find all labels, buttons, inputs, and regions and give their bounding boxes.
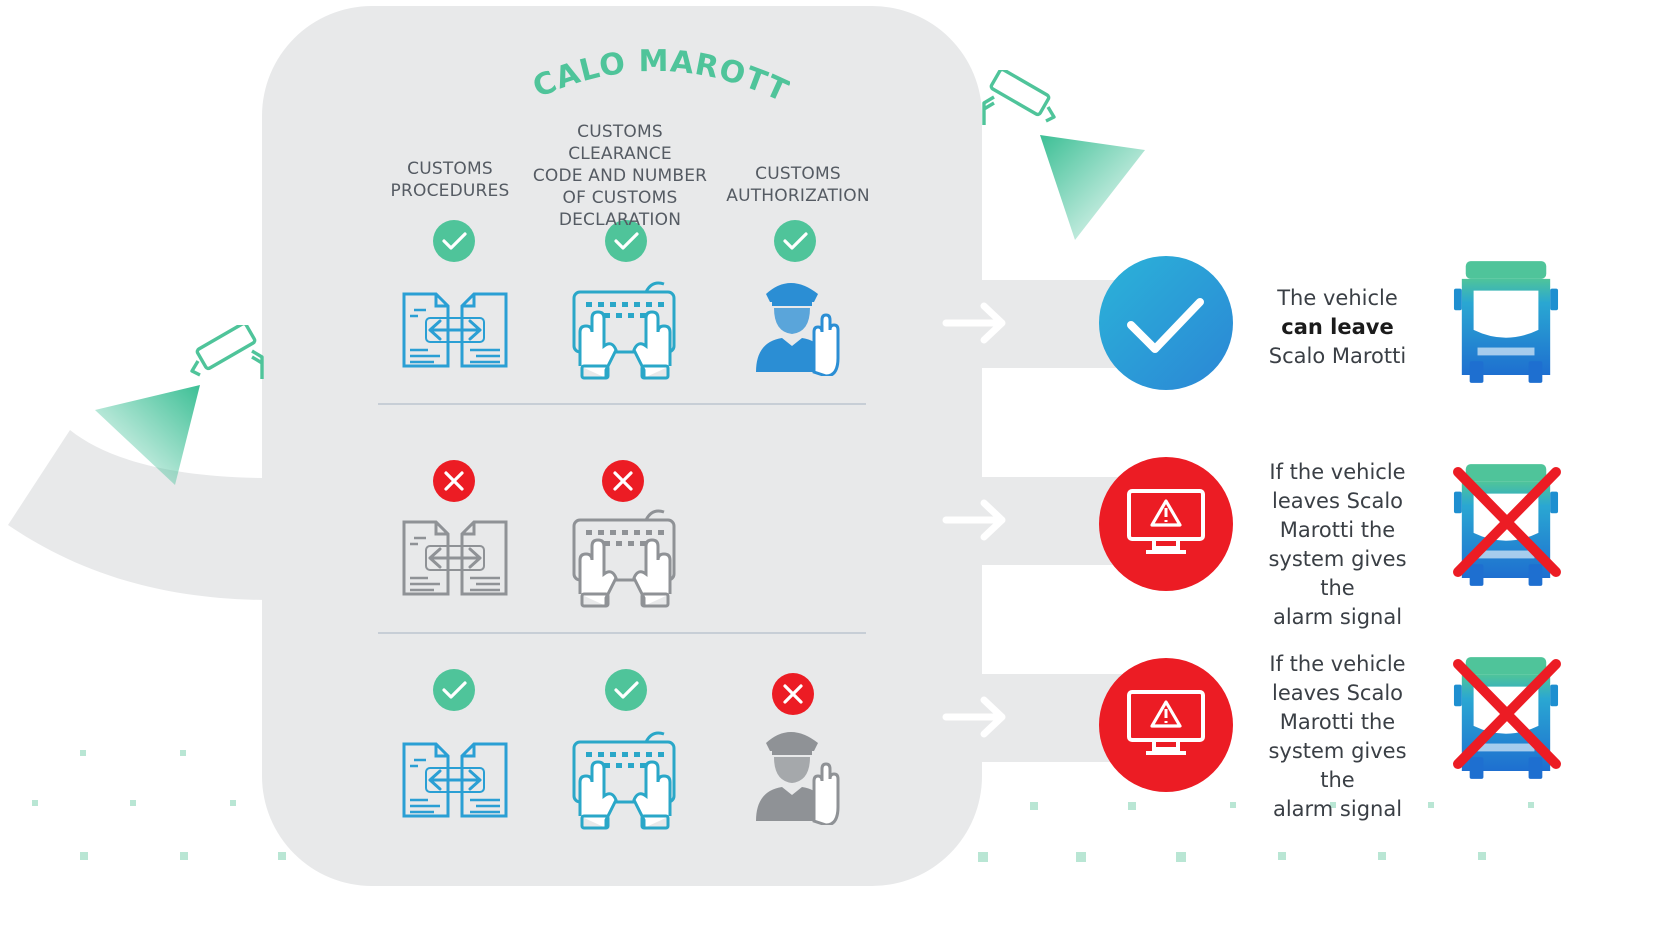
blocked-cross-icon bbox=[1453, 467, 1561, 577]
result-line: Marotti the bbox=[1279, 710, 1396, 734]
entry-road bbox=[8, 430, 270, 600]
page-title: SCALO MAROTTI bbox=[520, 40, 790, 110]
result-line: Marotti the bbox=[1279, 518, 1396, 542]
right-camera-beam bbox=[1040, 135, 1145, 240]
cross-icon bbox=[432, 459, 476, 503]
result-alarm-text: If the vehicle leaves Scalo Marotti the … bbox=[1250, 458, 1425, 632]
result-line: system gives the bbox=[1268, 739, 1407, 792]
header-line: OF CUSTOMS bbox=[562, 188, 678, 208]
result-alarm-text: If the vehicle leaves Scalo Marotti the … bbox=[1250, 650, 1425, 824]
approved-circle bbox=[1099, 256, 1233, 390]
header-line: AUTHORIZATION bbox=[726, 186, 870, 206]
result-line: If the vehicle bbox=[1269, 652, 1406, 676]
check-icon bbox=[432, 668, 476, 712]
svg-text:SCALO MAROTTI: SCALO MAROTTI bbox=[520, 40, 790, 110]
left-camera-beam bbox=[95, 385, 200, 485]
result-emphasis: can leave bbox=[1281, 315, 1394, 339]
cross-icon bbox=[771, 672, 815, 716]
truck-icon bbox=[1453, 261, 1559, 383]
result-line: The vehicle bbox=[1277, 286, 1398, 310]
header-line: PROCEDURES bbox=[390, 181, 510, 201]
header-line: CUSTOMS CLEARANCE bbox=[568, 122, 672, 164]
dot-pattern bbox=[32, 750, 1534, 862]
column-header-procedures: CUSTOMS PROCEDURES bbox=[380, 158, 520, 202]
cross-icon bbox=[601, 459, 645, 503]
arrow-right-icon bbox=[942, 696, 1006, 738]
result-leave-text: The vehicle can leave Scalo Marotti bbox=[1250, 284, 1425, 371]
result-line: leaves Scalo bbox=[1271, 681, 1403, 705]
header-line: CODE AND NUMBER bbox=[532, 166, 708, 186]
header-line: CUSTOMS bbox=[407, 159, 493, 179]
arrow-right-icon bbox=[942, 302, 1006, 344]
result-line: alarm signal bbox=[1272, 797, 1403, 821]
title-text: SCALO MAROTTI bbox=[520, 40, 790, 110]
check-icon bbox=[604, 668, 648, 712]
arrow-right-icon bbox=[942, 499, 1006, 541]
result-line: leaves Scalo bbox=[1271, 489, 1403, 513]
big-check-icon bbox=[1127, 298, 1204, 353]
column-header-declaration: CUSTOMS CLEARANCE CODE AND NUMBER OF CUS… bbox=[525, 121, 715, 231]
result-line: If the vehicle bbox=[1269, 460, 1406, 484]
result-line: alarm signal bbox=[1272, 605, 1403, 629]
blocked-cross-icon bbox=[1453, 659, 1561, 769]
check-icon bbox=[773, 219, 817, 263]
left-cctv-icon bbox=[190, 325, 264, 381]
result-line: Scalo Marotti bbox=[1268, 344, 1407, 368]
right-cctv-icon bbox=[982, 70, 1056, 127]
check-icon bbox=[432, 219, 476, 263]
column-header-authorization: CUSTOMS AUTHORIZATION bbox=[718, 163, 878, 207]
header-line: CUSTOMS bbox=[755, 164, 841, 184]
header-line: DECLARATION bbox=[558, 210, 682, 230]
result-line: system gives the bbox=[1268, 547, 1407, 600]
